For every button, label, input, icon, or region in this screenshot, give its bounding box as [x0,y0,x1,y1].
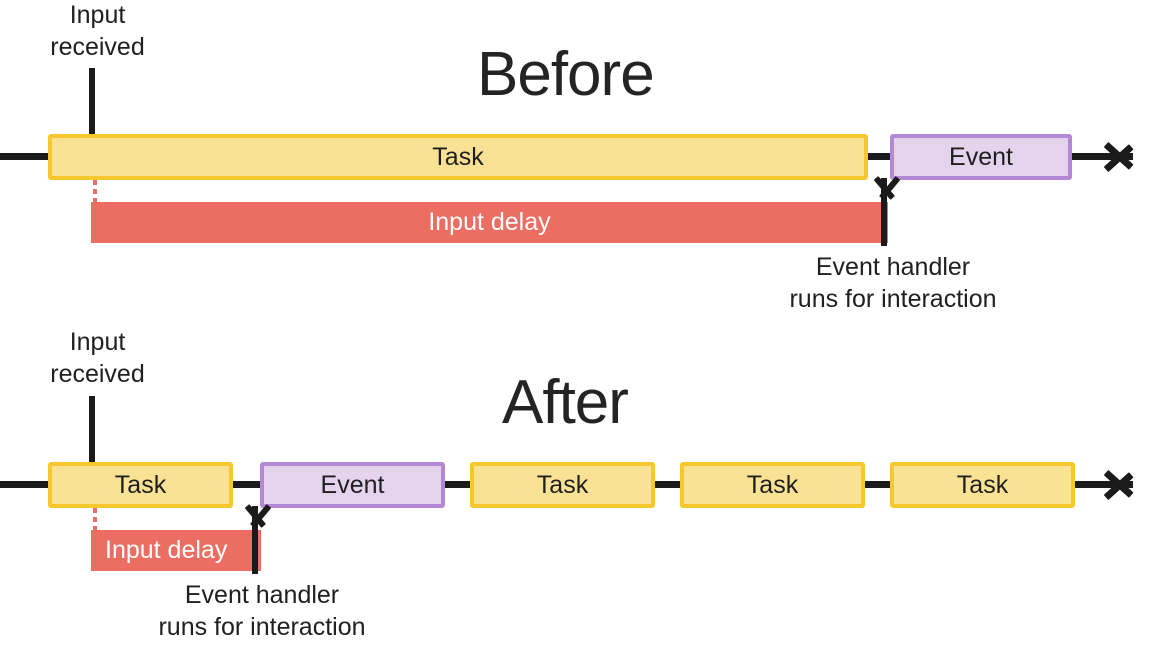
before-delay-start-dotted-line [93,180,97,204]
arrow-shaft [89,396,95,485]
before-timeline-segment-right [1071,153,1133,160]
after-event-handler-label: Event handler runs for interaction [158,581,366,641]
after-input-received-label: Input received [50,328,145,388]
arrow-shaft [89,68,95,158]
after-task-block-2[interactable]: Task [470,462,655,508]
before-timeline-arrowhead [1106,138,1136,176]
after-timeline-segment-2 [442,481,473,488]
after-timeline-segment-5 [1072,481,1133,488]
after-delay-start-dotted-line [93,508,97,532]
before-input-delay-bar[interactable]: Input delay [91,202,888,243]
section-title-before: Before [477,40,655,109]
after-input-received-arrow [78,396,116,487]
before-timeline-segment-left [0,153,50,160]
after-task-block-3[interactable]: Task [680,462,865,508]
arrow-shaft [252,506,258,574]
after-timeline-segment-1 [230,481,263,488]
before-event-handler-arrow [870,176,908,246]
section-title-after: After [502,368,629,437]
before-event-handler-label: Event handler runs for interaction [789,253,997,313]
after-timeline-segment-3 [652,481,683,488]
before-task-block[interactable]: Task [48,134,868,180]
after-event-handler-arrow [241,504,279,574]
before-input-received-label: Input received [50,1,145,61]
before-timeline-segment-mid [863,153,893,160]
after-task-block-1[interactable]: Task [48,462,233,508]
after-event-block[interactable]: Event [260,462,445,508]
arrow-shaft [881,178,887,246]
before-event-block[interactable]: Event [890,134,1072,180]
after-timeline-segment-4 [862,481,893,488]
after-task-block-4[interactable]: Task [890,462,1075,508]
after-timeline-segment-0 [0,481,50,488]
before-input-received-arrow [78,68,116,160]
after-input-delay-bar[interactable]: Input delay [91,530,261,571]
after-timeline-arrowhead [1106,466,1136,504]
